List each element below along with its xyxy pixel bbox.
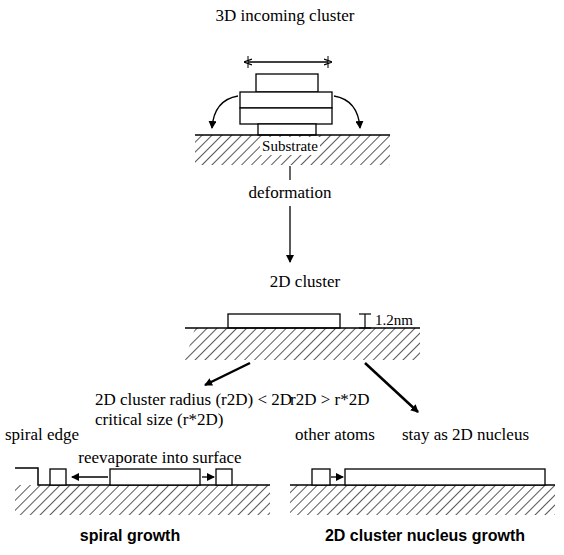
result-label: spiral growth [80,526,180,545]
part-label: other atoms [295,425,375,445]
note-label: reevaporate into surface [78,448,241,468]
stage-label: 2D cluster [270,272,340,292]
part-label: spiral edge [5,425,79,445]
note-label: stay as 2D nucleus [402,425,529,445]
condition-label: r2D > r*2D [290,390,369,410]
condition-label: 2D cluster radius (r2D) < 2D critical si… [95,390,295,431]
result-label: 2D cluster nucleus growth [325,526,525,545]
step-label: deformation [248,183,331,203]
dimension-label: 1.2nm [375,311,413,329]
substrate-label: Substrate [260,137,320,155]
heading-label: 3D incoming cluster [216,6,355,26]
